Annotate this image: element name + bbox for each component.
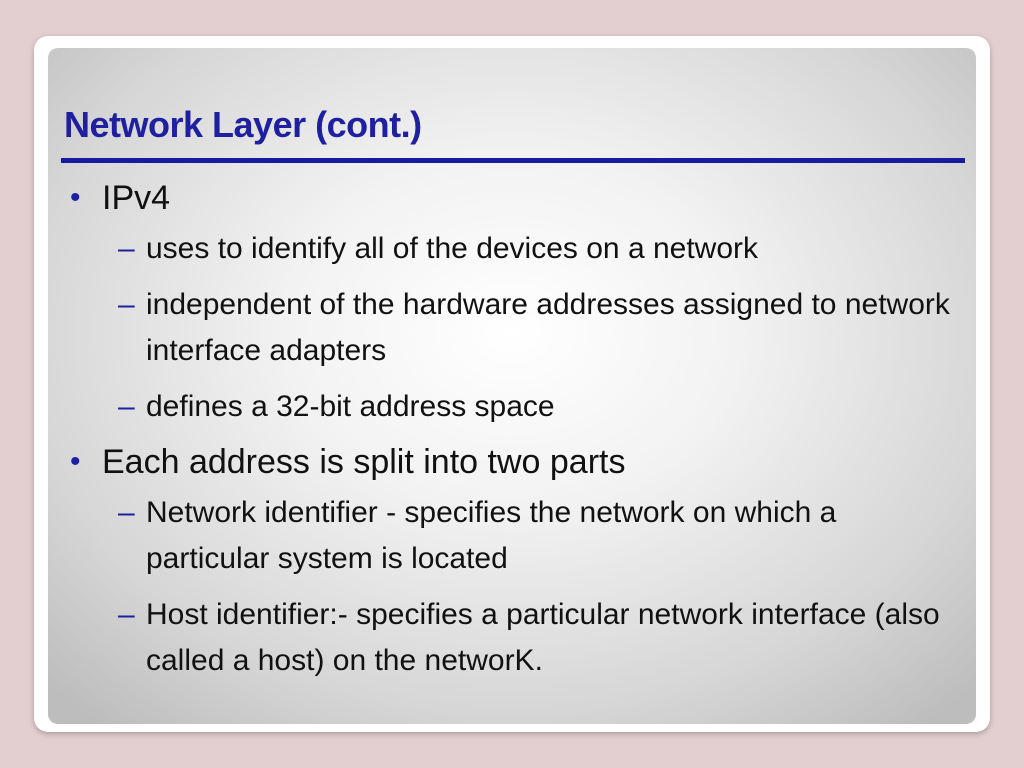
sub-bullet-text: defines a 32-bit address space	[146, 390, 555, 423]
dash-icon: –	[118, 232, 135, 265]
slide-title: Network Layer (cont.)	[64, 104, 422, 145]
bullet-item: • IPv4	[68, 176, 958, 220]
bullet-icon: •	[70, 445, 81, 478]
bullet-icon: •	[70, 181, 81, 214]
sub-bullet-text: uses to identify all of the devices on a…	[146, 232, 759, 265]
dash-icon: –	[118, 390, 135, 423]
bullet-item: • Each address is split into two parts	[68, 440, 958, 484]
dash-icon: –	[118, 496, 135, 529]
sub-bullet-item: – Network identifier - specifies the net…	[68, 490, 958, 582]
bullet-text: Each address is split into two parts	[102, 443, 626, 481]
bullet-text: IPv4	[102, 179, 171, 217]
sub-bullet-text: Host identifier:- specifies a particular…	[146, 598, 940, 677]
sub-bullet-item: – uses to identify all of the devices on…	[68, 226, 958, 272]
dash-icon: –	[118, 288, 135, 321]
sub-bullet-item: – independent of the hardware addresses …	[68, 282, 958, 374]
slide-canvas: Network Layer (cont.) • IPv4 – uses to i…	[48, 48, 976, 724]
sub-bullet-item: – defines a 32-bit address space	[68, 384, 958, 430]
sub-bullet-text: Network identifier - specifies the netwo…	[146, 496, 837, 575]
slide-body: • IPv4 – uses to identify all of the dev…	[68, 176, 958, 694]
title-underline	[61, 158, 965, 163]
sub-bullet-item: – Host identifier:- specifies a particul…	[68, 592, 958, 684]
sub-bullet-text: independent of the hardware addresses as…	[146, 288, 950, 367]
dash-icon: –	[118, 598, 135, 631]
